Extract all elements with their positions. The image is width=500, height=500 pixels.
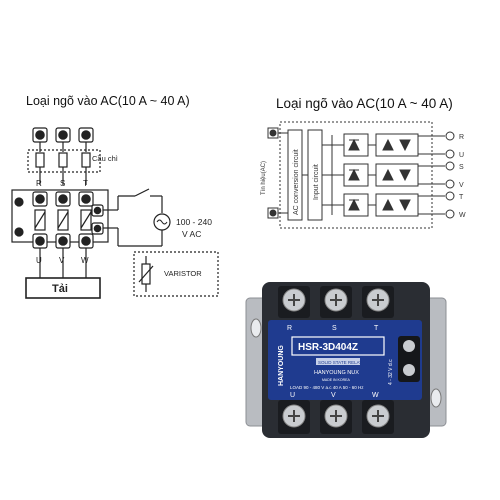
- control-screw-top: [403, 340, 415, 352]
- relay-terminal-t: T: [374, 325, 379, 332]
- terminal-label-s: S: [459, 164, 464, 171]
- relay-made-in: MADE IN KOREA: [322, 378, 350, 382]
- right-title-main: Loại ngõ vào AC: [276, 96, 376, 111]
- terminal-label-r: R: [459, 134, 464, 141]
- input-label-s: S: [60, 179, 65, 188]
- load-box: [25, 277, 101, 299]
- control-screw-bottom: [403, 364, 415, 376]
- load-label: Tải: [52, 283, 68, 295]
- terminal-u: [445, 149, 455, 159]
- channel-3: [332, 193, 419, 217]
- relay-brand-side: HANYOUNG: [278, 345, 285, 386]
- input-label-t: T: [83, 179, 88, 188]
- body-terminal-r: [32, 191, 48, 207]
- input-circuit-label: Input circuit: [313, 164, 320, 200]
- output-label-v: V: [59, 256, 65, 265]
- left-title-main: Loại ngõ vào AC: [26, 94, 118, 108]
- body-terminal-s: [55, 191, 71, 207]
- control-terminal-1: [91, 204, 104, 217]
- channel-1: [332, 133, 419, 157]
- varistor-label: VARISTOR: [164, 269, 202, 278]
- output-label-w: W: [81, 256, 89, 265]
- terminal-w: [445, 209, 455, 219]
- internal-circuit-box: [279, 121, 433, 229]
- signal-terminal-plus: [267, 127, 279, 139]
- relay-terminal-w: W: [372, 392, 379, 399]
- terminal-label-w: W: [459, 212, 466, 219]
- terminal-v: [445, 179, 455, 189]
- terminal-s: [445, 161, 455, 171]
- left-title-range: (10 A ~ 40 A): [117, 94, 190, 108]
- input-screw-s: [55, 127, 71, 143]
- relay-terminal-s: S: [332, 325, 337, 332]
- terminal-label-u: U: [459, 152, 464, 159]
- model-box: [291, 336, 385, 356]
- channel-2: [332, 163, 419, 187]
- relay-bottom-terminals: [278, 400, 394, 434]
- voltage-label-line1: 100 - 240: [176, 217, 212, 227]
- relay-terminal-r: R: [287, 325, 292, 332]
- relay-terminal-u: U: [290, 392, 295, 399]
- right-title-range: (10 A ~ 40 A): [375, 96, 453, 111]
- relay-model: HSR-3D404Z: [298, 342, 358, 353]
- terminal-label-v: V: [459, 182, 464, 189]
- output-label-u: U: [36, 256, 42, 265]
- terminal-label-t: T: [459, 194, 464, 201]
- left-diagram-title: Loại ngõ vào AC(10 A ~ 40 A): [26, 94, 190, 108]
- input-screw-r: [32, 127, 48, 143]
- fuse-box: [27, 149, 101, 173]
- fuse-label: Cầu chì: [92, 154, 118, 163]
- relay-load-spec: LOAD 90 - 480 V a.c 40 A 50 - 60 Hz: [290, 385, 364, 390]
- ac-conversion-label: AC conversion circuit: [293, 149, 300, 215]
- relay-brand-label: HANYOUNG NUX: [314, 370, 359, 376]
- output-terminal-v: [55, 233, 71, 249]
- terminal-r: [445, 131, 455, 141]
- varistor-box: [133, 251, 219, 297]
- relay-terminal-v: V: [331, 392, 336, 399]
- side-signal-label: Tín hiệu(AC): [261, 161, 267, 195]
- switch-contact: [134, 188, 150, 197]
- output-terminal-w: [78, 233, 94, 249]
- right-diagram-title: Loại ngõ vào AC(10 A ~ 40 A): [276, 96, 453, 111]
- terminal-t: [445, 191, 455, 201]
- mount-screw-top-left: [14, 197, 24, 207]
- control-terminal-2: [91, 222, 104, 235]
- voltage-label-line2: V AC: [182, 229, 201, 239]
- input-label-r: R: [36, 179, 42, 188]
- relay-type-label: SOLID STATE RELAY: [318, 360, 362, 365]
- relay-top-terminals: [278, 286, 394, 318]
- output-terminal-u: [32, 233, 48, 249]
- body-terminal-t: [78, 191, 94, 207]
- mount-screw-bottom-left: [14, 227, 24, 237]
- relay-input-spec: 4 - 32 V d.c: [388, 359, 394, 385]
